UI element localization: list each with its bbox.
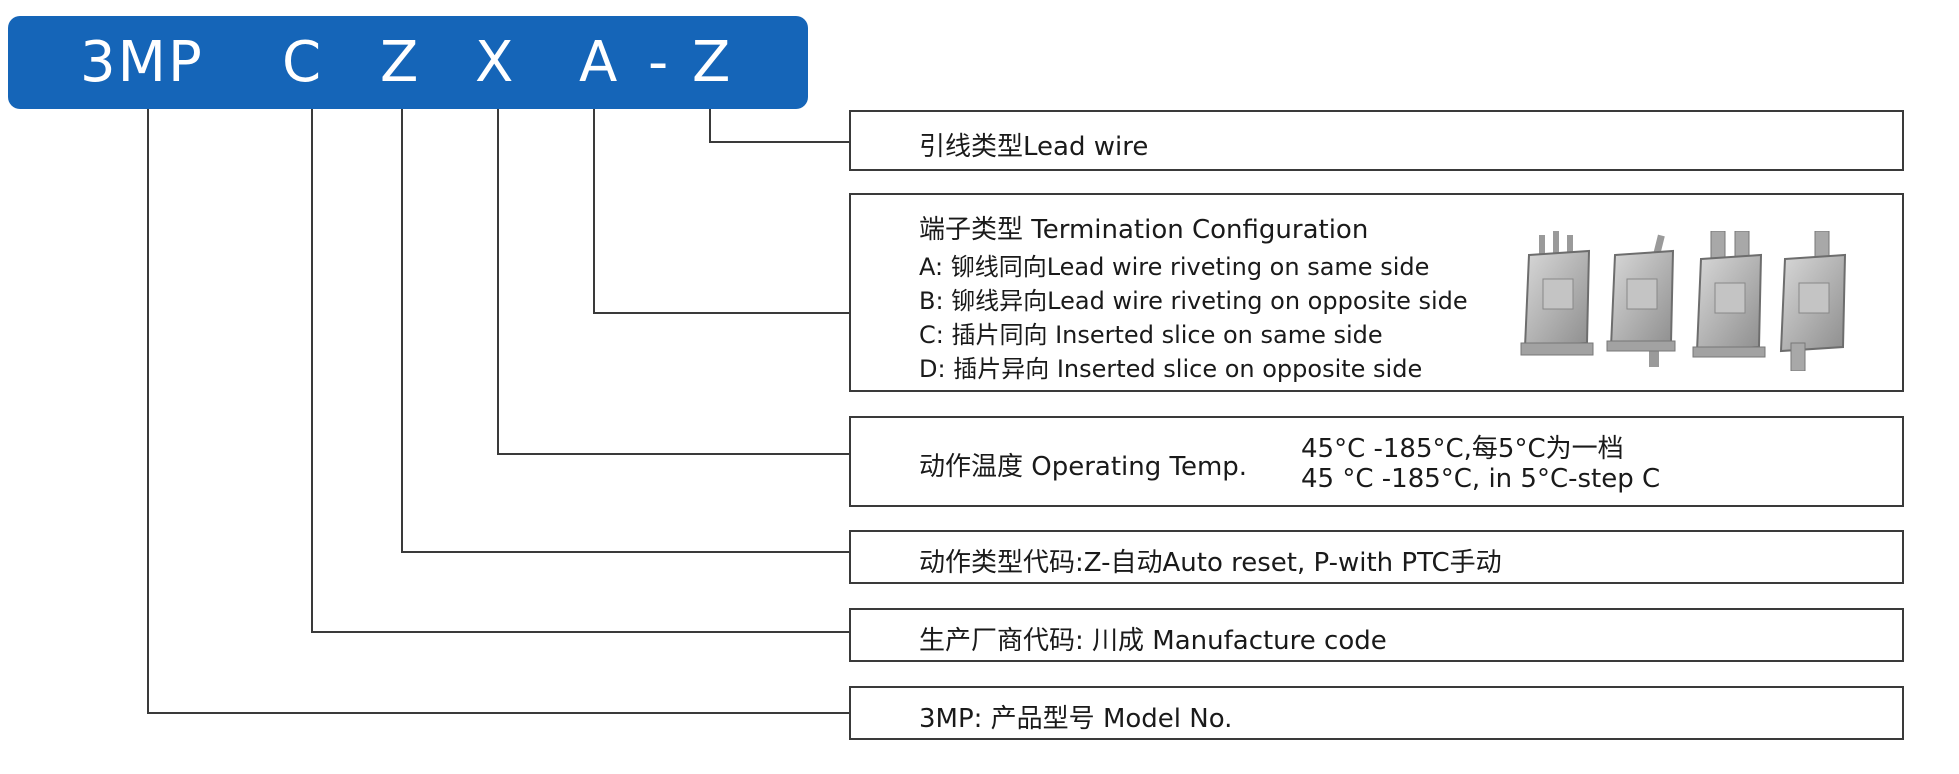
operating-temp-range-cn: 45°C -185°C,每5°C为一档 — [1301, 434, 1624, 464]
code-segment-manufacture: C — [282, 30, 324, 95]
leader-model — [147, 109, 849, 714]
termination-b-photo — [1606, 234, 1676, 367]
code-bar — [8, 16, 808, 109]
code-segment-termination: A — [579, 30, 620, 95]
termination-c-photo — [1692, 231, 1766, 358]
code-segment-temp: X — [475, 30, 516, 95]
termination-option-b: B: 铆线异向Lead wire riveting on opposite si… — [919, 287, 1468, 315]
termination-a-photo — [1520, 231, 1594, 356]
termination-option-d: D: 插片异向 Inserted slice on opposite side — [919, 355, 1423, 383]
leader-temp — [497, 109, 849, 455]
operating-temp-label: 动作温度 Operating Temp. — [919, 452, 1248, 482]
lead-wire-label: 引线类型Lead wire — [919, 132, 1149, 162]
operating-temp-range-en: 45 °C -185°C, in 5°C-step C — [1301, 464, 1661, 494]
box-manufacture: 生产厂商代码: 川成 Manufacture code — [849, 608, 1904, 662]
code-segment-lead: Z — [692, 30, 733, 95]
termination-option-c: C: 插片同向 Inserted slice on same side — [919, 321, 1383, 349]
model-label: 3MP: 产品型号 Model No. — [919, 704, 1233, 734]
leader-manufacture — [311, 109, 849, 633]
box-model: 3MP: 产品型号 Model No. — [849, 686, 1904, 740]
termination-option-a: A: 铆线同向Lead wire riveting on same side — [919, 253, 1430, 281]
termination-d-photo — [1779, 231, 1847, 371]
leader-action — [401, 109, 849, 553]
code-segment-model: 3MP — [80, 30, 204, 95]
termination-title: 端子类型 Termination Configuration — [919, 215, 1369, 245]
termination-photos — [1520, 231, 1847, 371]
box-lead-wire: 引线类型Lead wire — [849, 110, 1904, 171]
code-segment-dash: - — [648, 30, 671, 95]
manufacture-label: 生产厂商代码: 川成 Manufacture code — [919, 626, 1387, 656]
leader-lead-wire — [709, 109, 849, 143]
code-segment-action: Z — [380, 30, 421, 95]
box-termination: 端子类型 Termination Configuration A: 铆线同向Le… — [849, 193, 1904, 392]
action-type-label: 动作类型代码:Z-自动Auto reset, P-with PTC手动 — [919, 548, 1502, 578]
leader-termination — [593, 109, 849, 314]
box-operating-temp: 动作温度 Operating Temp. 45°C -185°C,每5°C为一档… — [849, 416, 1904, 507]
box-action-type: 动作类型代码:Z-自动Auto reset, P-with PTC手动 — [849, 530, 1904, 584]
